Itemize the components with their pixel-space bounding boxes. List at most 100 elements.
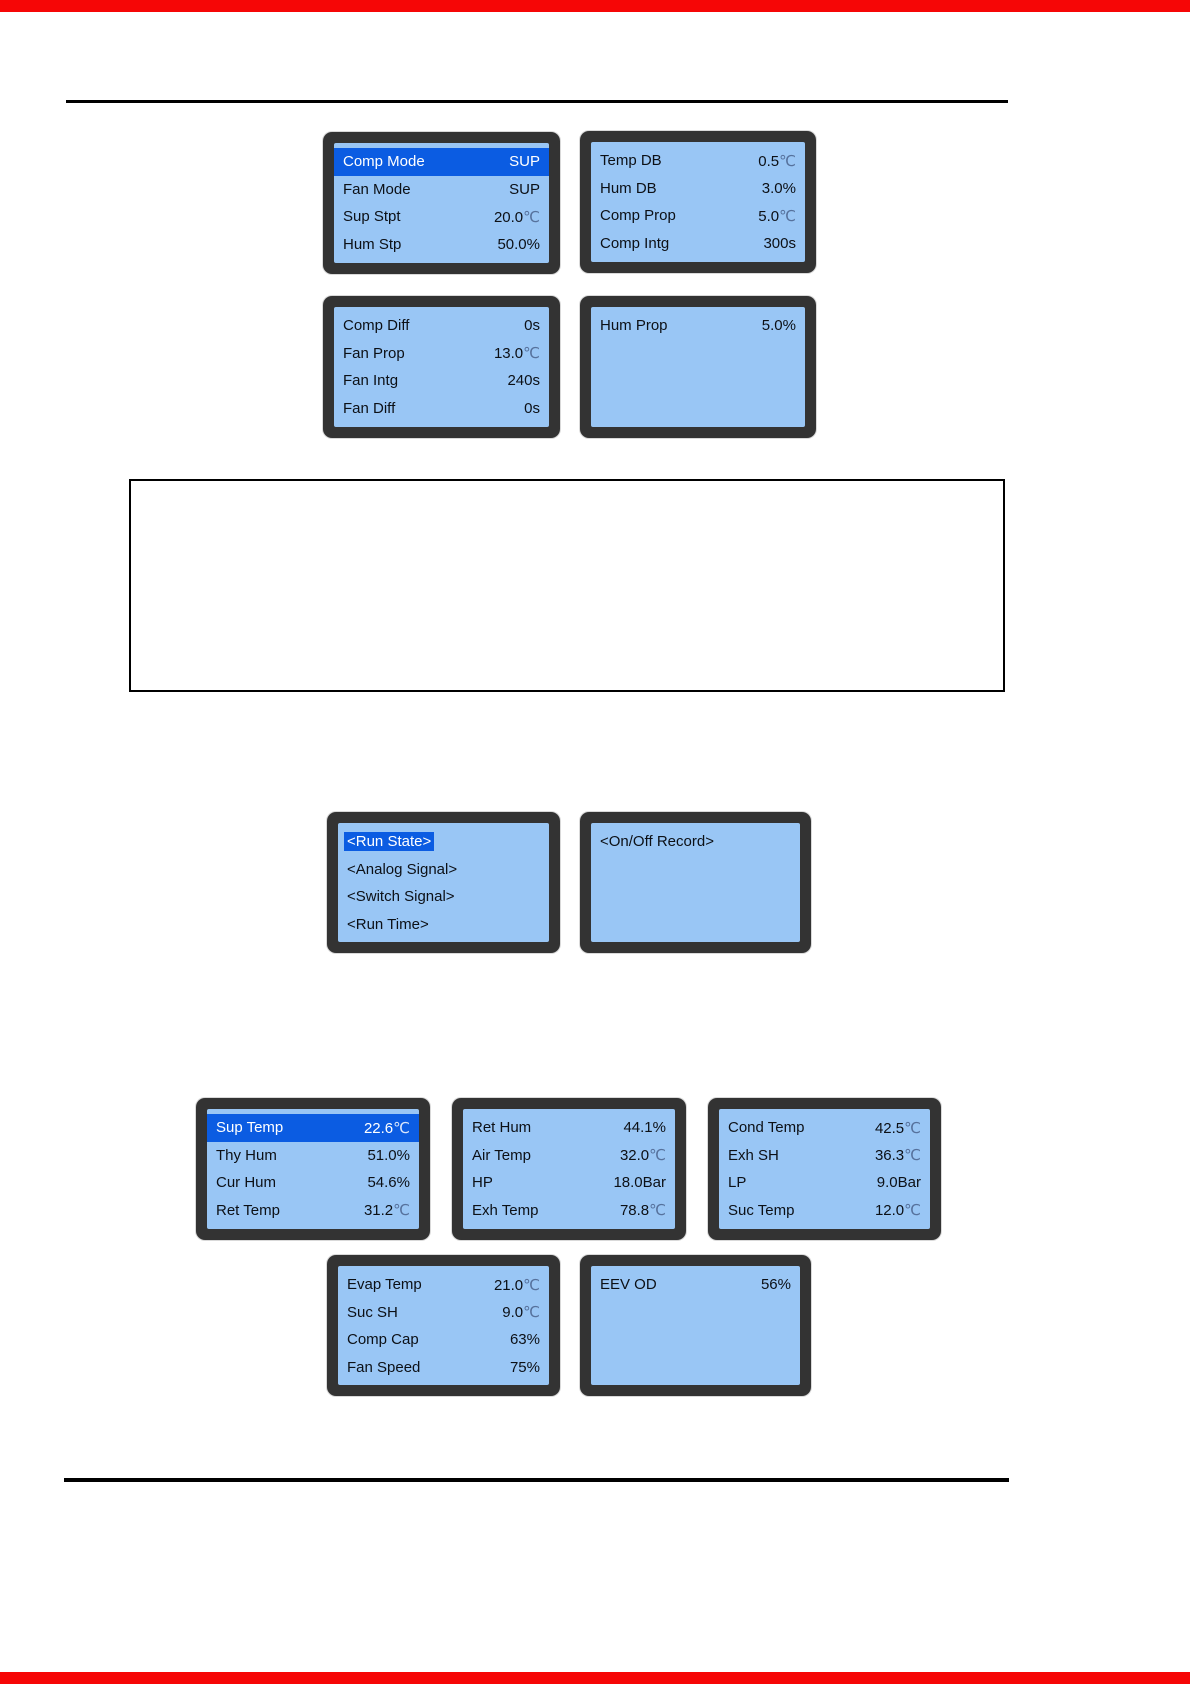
param-label: Exh Temp	[472, 1201, 539, 1219]
param-label: Air Temp	[472, 1146, 531, 1164]
param-value: 18.0Bar	[613, 1174, 666, 1192]
param-value: 0s	[524, 399, 540, 417]
param-value: 36.3℃	[874, 1147, 921, 1165]
param-value: 5.0%	[761, 317, 796, 335]
param-label: Comp Diff	[343, 317, 410, 335]
param-label: Comp Intg	[600, 234, 670, 252]
param-row: Air Temp 32.0℃	[463, 1142, 675, 1170]
lcd-display: Evap Temp 21.0℃ Suc SH 9.0℃ Comp Cap 63% Fan S…	[338, 1266, 549, 1385]
unit-label: ℃	[904, 1119, 921, 1137]
param-row: Comp Cap 63%	[338, 1326, 549, 1354]
param-row: Ret Hum 44.1%	[463, 1114, 675, 1142]
note-box	[129, 479, 1005, 692]
param-value: 42.5℃	[874, 1119, 921, 1137]
param-label: Temp DB	[600, 152, 662, 170]
param-row: Cond Temp 42.5℃	[719, 1114, 930, 1142]
param-value: SUP	[509, 153, 540, 171]
menu-item-label: <Run Time>	[347, 915, 429, 933]
param-label: Sup Stpt	[343, 208, 401, 226]
param-label: Fan Speed	[347, 1358, 421, 1376]
param-value: 22.6℃	[363, 1119, 410, 1137]
param-value: 240s	[507, 372, 540, 390]
param-label: Fan Prop	[343, 344, 405, 362]
param-value: 78.8℃	[619, 1202, 666, 1220]
param-label: Suc SH	[347, 1303, 398, 1321]
unit-label: ℃	[523, 1304, 540, 1322]
param-label: Comp Mode	[343, 153, 425, 171]
param-label: Suc Temp	[728, 1201, 795, 1219]
param-label: Hum DB	[600, 179, 657, 197]
menu-item-row: <Run State>	[338, 828, 549, 856]
param-value: 63%	[509, 1331, 540, 1349]
param-value: 50.0%	[497, 235, 540, 253]
header-rule	[66, 100, 1008, 103]
param-value: 32.0℃	[619, 1147, 666, 1165]
lcd-screen-status-menu: <Run State><Analog Signal><Switch Signal…	[327, 812, 560, 953]
menu-item-label: <Switch Signal>	[347, 888, 455, 906]
lcd-display: Hum Prop 5.0%	[591, 307, 805, 427]
param-value: 13.0℃	[493, 345, 540, 363]
menu-item-row: <Run Time>	[338, 911, 549, 939]
page-edge-bar-top	[0, 0, 1190, 12]
param-label: Cond Temp	[728, 1119, 805, 1137]
unit-label: ℃	[523, 345, 540, 363]
param-label: Ret Hum	[472, 1119, 532, 1137]
unit-label: ℃	[649, 1147, 666, 1165]
param-label: Ret Temp	[216, 1201, 280, 1219]
lcd-display: <On/Off Record>	[591, 823, 800, 942]
menu-item-row: <Switch Signal>	[338, 883, 549, 911]
param-value: 54.6%	[367, 1174, 410, 1192]
param-row: Fan Intg 240s	[334, 367, 549, 395]
param-label: Comp Cap	[347, 1331, 419, 1349]
param-label: Comp Prop	[600, 207, 676, 225]
param-row: Fan Speed 75%	[338, 1354, 549, 1382]
param-label: Hum Prop	[600, 317, 668, 335]
param-row: Comp Diff 0s	[334, 312, 549, 340]
menu-item-label: <Run State>	[344, 832, 435, 852]
param-row: Comp Intg 300s	[591, 230, 805, 258]
param-value: 9.0℃	[502, 1304, 540, 1322]
param-label: Fan Intg	[343, 372, 399, 390]
unit-label: ℃	[649, 1202, 666, 1220]
param-value: 75%	[509, 1358, 540, 1376]
unit-label: ℃	[523, 1276, 540, 1294]
param-value: 21.0℃	[493, 1276, 540, 1294]
lcd-screen-hum-prop: Hum Prop 5.0%	[580, 296, 816, 438]
param-value: 300s	[763, 234, 796, 252]
param-value: 3.0%	[761, 179, 796, 197]
param-value: 0s	[524, 317, 540, 335]
param-value: 56%	[760, 1276, 791, 1294]
param-row: Fan Prop 13.0℃	[334, 340, 549, 368]
menu-item-row: <On/Off Record>	[591, 828, 800, 856]
param-row: Suc SH 9.0℃	[338, 1299, 549, 1327]
param-row: Temp DB 0.5℃	[591, 147, 805, 175]
param-value: 0.5℃	[758, 152, 796, 170]
menu-item-label: <On/Off Record>	[600, 833, 714, 851]
param-label: Evap Temp	[347, 1276, 422, 1294]
param-value: 31.2℃	[363, 1202, 410, 1220]
param-row: Exh SH 36.3℃	[719, 1142, 930, 1170]
param-label: Exh SH	[728, 1146, 779, 1164]
unit-label: ℃	[779, 207, 796, 225]
param-value: 44.1%	[623, 1119, 666, 1137]
param-label: Cur Hum	[216, 1174, 277, 1192]
unit-label: ℃	[904, 1202, 921, 1220]
